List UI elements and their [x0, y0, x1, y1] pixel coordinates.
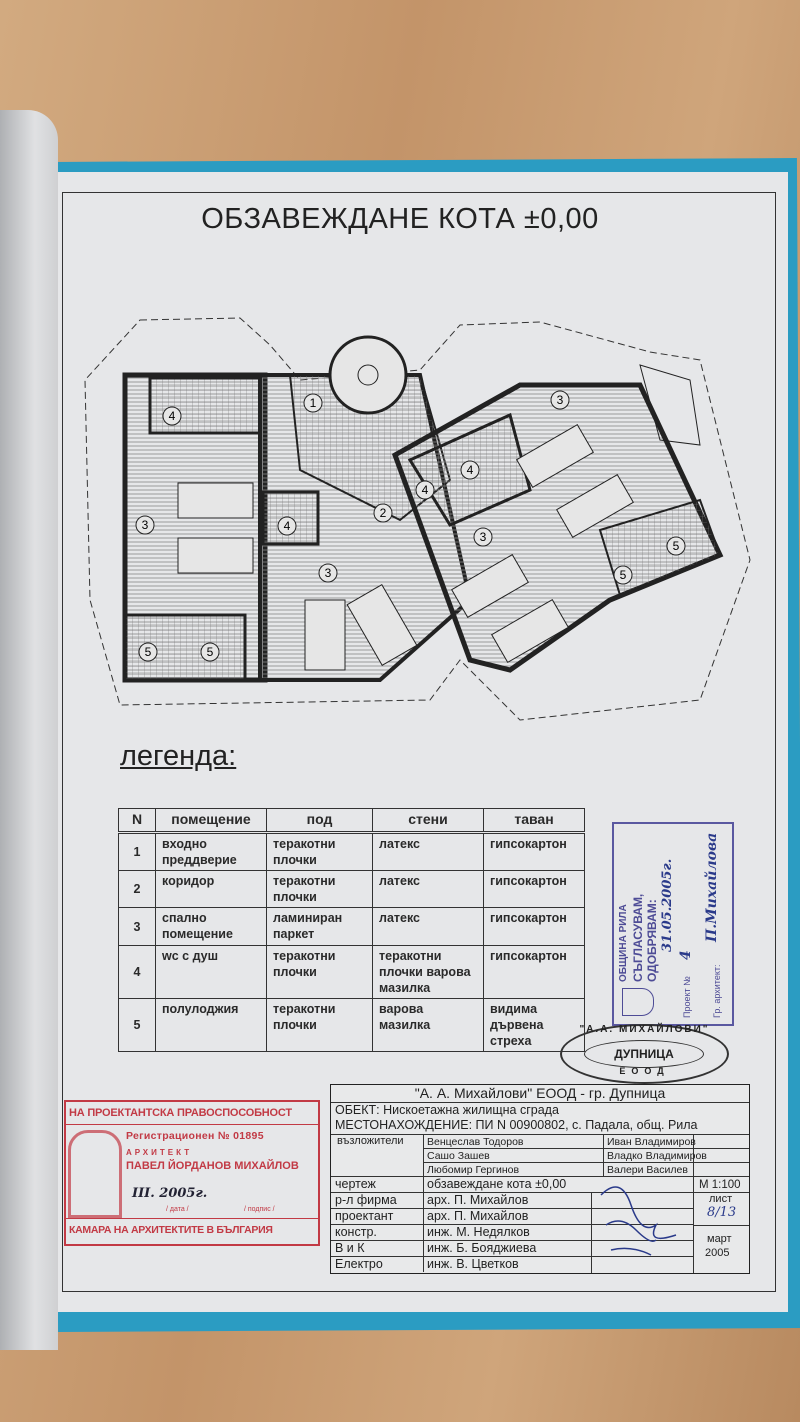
room-marker: 4	[415, 480, 435, 500]
svg-text:5: 5	[207, 645, 214, 659]
floor-plan: 4 3 4 3 1 2 3 4 4 3 5 5 5 5	[84, 317, 751, 721]
municipality-crest-icon	[622, 988, 654, 1016]
room-marker: 5	[138, 642, 158, 662]
title-block: "А. А. Михайлови" ЕООД - гр. Дупница ОБЕ…	[330, 1084, 750, 1274]
room-marker: 3	[135, 515, 155, 535]
col-walls: стени	[372, 808, 484, 834]
room-marker: 3	[318, 563, 338, 583]
svg-text:3: 3	[557, 393, 564, 407]
svg-text:1: 1	[310, 396, 317, 410]
room-marker: 2	[373, 503, 393, 523]
svg-text:5: 5	[673, 539, 680, 553]
drawing-name: обзавеждане кота ±0,00	[427, 1177, 567, 1191]
svg-text:3: 3	[325, 566, 332, 580]
object-field: ОБЕКТ: Нискоетажна жилищна сграда	[335, 1103, 559, 1117]
svg-text:4: 4	[284, 519, 291, 533]
svg-text:3: 3	[480, 530, 487, 544]
room-marker: 5	[200, 642, 220, 662]
room-marker: 5	[666, 536, 686, 556]
svg-text:5: 5	[620, 568, 627, 582]
col-room: помещение	[155, 808, 267, 834]
svg-text:4: 4	[169, 409, 176, 423]
room-marker: 4	[277, 516, 297, 536]
sheet-number: 8/13	[707, 1205, 737, 1220]
legend-heading: легенда:	[120, 740, 237, 772]
room-marker: 5	[613, 565, 633, 585]
room-marker: 3	[473, 527, 493, 547]
svg-text:3: 3	[142, 518, 149, 532]
book-edge	[0, 110, 58, 1350]
scale: М 1:100	[699, 1179, 741, 1191]
drawing-title: ОБЗАВЕЖДАНЕ КОТА ±0,00	[201, 203, 599, 235]
legend-header-row: N помещение под стени таван	[118, 808, 585, 834]
municipality-approval-stamp: ОБЩИНА РИЛА СЪГЛАСУВАМ, ОДОБРЯВАМ: 31.05…	[612, 822, 734, 1026]
col-floor: под	[266, 808, 373, 834]
chamber-logo-icon	[68, 1130, 122, 1218]
drawing-frame	[62, 192, 776, 1292]
room-marker: 4	[460, 460, 480, 480]
svg-text:4: 4	[467, 463, 474, 477]
room-marker: 3	[550, 390, 570, 410]
architect-license-stamp: НА ПРОЕКТАНТСКА ПРАВОСПОСОБНОСТ Регистра…	[64, 1100, 320, 1246]
company-round-stamp: "А.А. МИХАЙЛОВИ" ДУПНИЦА ЕООД	[560, 1024, 729, 1084]
room-marker: 1	[303, 393, 323, 413]
svg-text:5: 5	[145, 645, 152, 659]
location-field: МЕСТОНАХОЖДЕНИЕ: ПИ N 00900802, с. Падал…	[335, 1118, 698, 1132]
room-marker: 4	[162, 406, 182, 426]
svg-text:2: 2	[380, 506, 387, 520]
col-n: N	[118, 808, 156, 834]
svg-text:4: 4	[422, 483, 429, 497]
col-ceiling: таван	[483, 808, 585, 834]
room-markers: 4 3 4 3 1 2 3 4 4 3 5 5 5 5	[135, 390, 686, 662]
company-name: "А. А. Михайлови" ЕООД - гр. Дупница	[414, 1085, 666, 1101]
